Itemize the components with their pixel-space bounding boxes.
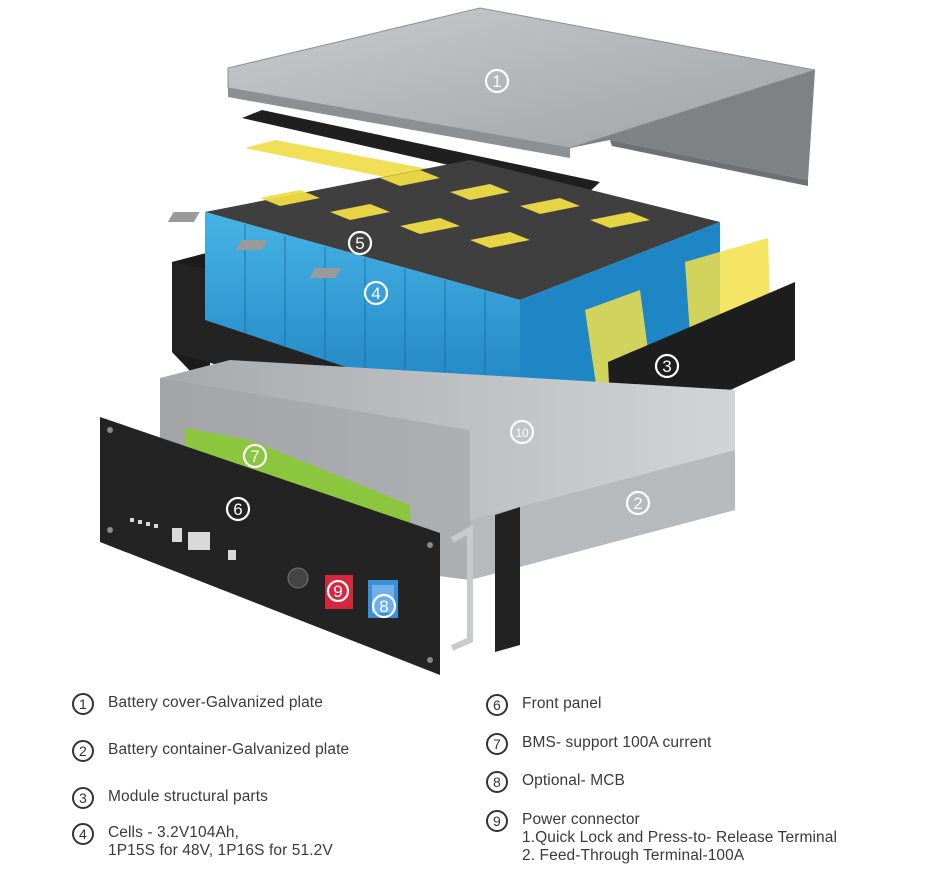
legend-item-9: 9 Power connector 1.Quick Lock and Press… xyxy=(486,810,838,865)
legend-label-3: Module structural parts xyxy=(108,788,268,805)
svg-text:10: 10 xyxy=(515,426,529,440)
legend-number-6: 6 xyxy=(486,694,508,716)
legend-label-1: Battery cover-Galvanized plate xyxy=(108,694,323,711)
legend-item-4: 4 Cells - 3.2V104Ah, 1P15S for 48V, 1P16… xyxy=(72,823,333,860)
front-panel xyxy=(100,417,440,675)
svg-text:3: 3 xyxy=(662,357,671,376)
callout-1: 1 xyxy=(484,68,510,94)
legend-label-8: Optional- MCB xyxy=(522,772,625,789)
legend-number-9: 9 xyxy=(486,810,508,832)
legend-sublabel-9a: 1.Quick Lock and Press-to- Release Termi… xyxy=(522,829,838,846)
svg-text:9: 9 xyxy=(333,582,342,601)
callout-4: 4 xyxy=(363,280,389,306)
svg-text:1: 1 xyxy=(492,72,501,91)
callout-2: 2 xyxy=(625,490,651,516)
legend-item-6: 6 Front panel xyxy=(486,694,602,716)
callout-10: 10 xyxy=(509,419,535,445)
callout-3: 3 xyxy=(654,353,680,379)
legend-item-2: 2 Battery container-Galvanized plate xyxy=(72,740,350,762)
legend-sublabel-4: 1P15S for 48V, 1P16S for 51.2V xyxy=(108,842,333,859)
callout-9: 9 xyxy=(326,579,350,603)
legend-item-3: 3 Module structural parts xyxy=(72,787,268,809)
svg-text:5: 5 xyxy=(355,234,364,253)
legend-number-2: 2 xyxy=(72,740,94,762)
legend-label-7: BMS- support 100A current xyxy=(522,734,712,751)
svg-text:6: 6 xyxy=(233,500,242,519)
legend-number-8: 8 xyxy=(486,771,508,793)
legend-number-1: 1 xyxy=(72,693,94,715)
legend-item-8: 8 Optional- MCB xyxy=(486,771,625,793)
svg-text:4: 4 xyxy=(371,284,380,303)
handle xyxy=(450,507,520,652)
legend-label-2: Battery container-Galvanized plate xyxy=(108,741,350,758)
svg-text:2: 2 xyxy=(633,494,642,513)
callout-8: 8 xyxy=(371,593,397,619)
svg-text:8: 8 xyxy=(379,597,388,616)
svg-text:7: 7 xyxy=(250,447,259,466)
legend-number-7: 7 xyxy=(486,733,508,755)
battery-cover xyxy=(227,7,816,186)
callout-5: 5 xyxy=(347,230,373,256)
callout-7: 7 xyxy=(242,443,268,469)
legend-label-6: Front panel xyxy=(522,695,602,712)
legend-label-9: Power connector xyxy=(522,811,640,828)
legend-label-4: Cells - 3.2V104Ah, xyxy=(108,824,240,841)
legend-number-3: 3 xyxy=(72,787,94,809)
legend-item-1: 1 Battery cover-Galvanized plate xyxy=(72,693,323,715)
callout-6: 6 xyxy=(225,496,251,522)
legend-sublabel-9b: 2. Feed-Through Terminal-100A xyxy=(522,847,745,864)
battery-exploded-diagram: 1 2 3 4 5 6 7 8 9 10 xyxy=(100,7,816,675)
legend-item-7: 7 BMS- support 100A current xyxy=(486,733,712,755)
legend-number-4: 4 xyxy=(72,823,94,845)
